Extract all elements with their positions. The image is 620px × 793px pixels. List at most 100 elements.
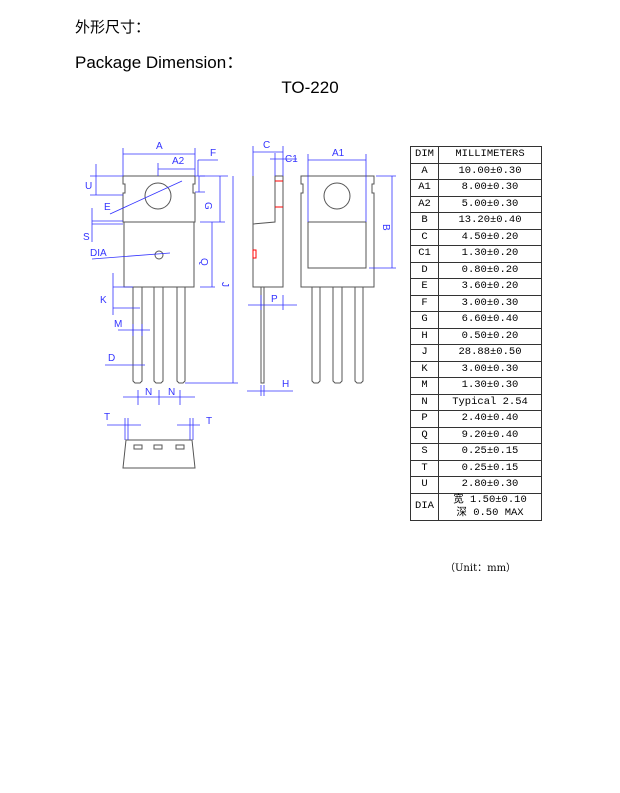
dim-value: 28.88±0.50 <box>438 344 542 362</box>
dim-value: 0.25±0.15 <box>438 443 542 461</box>
dim-code: A <box>410 162 439 180</box>
dia-depth: 深 0.50 MAX <box>438 506 542 521</box>
table-header-row: DIM MILLIMETERS <box>410 146 542 164</box>
dim-code: C1 <box>410 245 439 263</box>
front-view-body <box>123 221 195 288</box>
dim-value: 1.30±0.20 <box>438 245 542 263</box>
dim-value: 0.50±0.20 <box>438 327 542 345</box>
dim-code: P <box>410 410 439 428</box>
dim-value: 4.50±0.20 <box>438 228 542 246</box>
header-dim: DIM <box>410 146 439 164</box>
dimension-label: N <box>145 387 152 398</box>
dim-code: A2 <box>410 195 439 213</box>
dimension-label: D <box>108 353 115 364</box>
dim-code: B <box>410 212 439 230</box>
dim-value: 10.00±0.30 <box>438 162 542 180</box>
dim-value: 13.20±0.40 <box>438 212 542 230</box>
dim-code: A1 <box>410 179 439 197</box>
dim-code: Q <box>410 426 439 444</box>
dim-code: H <box>410 327 439 345</box>
dim-code: D <box>410 261 439 279</box>
package-name: TO-220 <box>281 78 339 97</box>
dimension-label: J <box>219 282 230 287</box>
dim-code: U <box>410 476 439 494</box>
dimension-label: Q <box>198 258 209 266</box>
dim-value: 0.80±0.20 <box>438 261 542 279</box>
dimension-label: C1 <box>285 154 298 165</box>
dim-value: 2.80±0.30 <box>438 476 542 494</box>
dim-value: 2.40±0.40 <box>438 410 542 428</box>
unit-note: （Unit：mm） <box>445 563 517 574</box>
dimension-label: T <box>104 412 110 423</box>
mounting-hole <box>144 182 172 210</box>
dim-code: M <box>410 377 439 395</box>
dim-value: Typical 2.54 <box>438 393 542 411</box>
dim-code: K <box>410 360 439 378</box>
dim-value: 9.20±0.40 <box>438 426 542 444</box>
dimension-label: B <box>380 224 391 231</box>
dim-value: 1.30±0.30 <box>438 377 542 395</box>
dim-code: DIA <box>410 492 439 521</box>
dim-value: 6.60±0.40 <box>438 311 542 329</box>
dimension-label: H <box>282 379 289 390</box>
dim-code: J <box>410 344 439 362</box>
dim-code: G <box>410 311 439 329</box>
dimension-label: K <box>100 295 107 306</box>
dim-value: 3.60±0.20 <box>438 278 542 296</box>
dimension-label: G <box>202 202 213 210</box>
side-view <box>252 175 284 288</box>
table-row-dia-2: 深 0.50 MAX <box>411 506 542 521</box>
heading-en: Package Dimension： <box>75 53 244 72</box>
dimension-label: A2 <box>172 156 185 167</box>
dim-value: 3.00±0.30 <box>438 360 542 378</box>
dim-value: 5.00±0.30 <box>438 195 542 213</box>
dim-value: 0.25±0.15 <box>438 459 542 477</box>
back-view <box>300 175 375 288</box>
dimension-label: S <box>83 232 90 243</box>
dimension-label: A1 <box>332 148 345 159</box>
dia-mark <box>154 250 164 260</box>
header-millimeters: MILLIMETERS <box>438 146 542 164</box>
dimension-label: P <box>271 294 278 305</box>
dimension-label: C <box>263 140 270 151</box>
front-view-tab <box>122 175 196 223</box>
dimension-label: A <box>156 141 163 152</box>
dim-value: 8.00±0.30 <box>438 179 542 197</box>
dim-value: 3.00±0.30 <box>438 294 542 312</box>
dim-code: E <box>410 278 439 296</box>
dia-width: 宽 1.50±0.10 <box>438 492 542 507</box>
heading-cn: 外形尺寸： <box>75 18 151 36</box>
dimension-label: M <box>114 319 122 330</box>
dimension-label: U <box>85 181 92 192</box>
dim-code: N <box>410 393 439 411</box>
dimension-label: E <box>104 202 111 213</box>
bottom-view <box>122 439 196 469</box>
dim-code: S <box>410 443 439 461</box>
dimension-label: F <box>210 148 216 159</box>
dimension-label: T <box>206 416 212 427</box>
dim-code: F <box>410 294 439 312</box>
dim-code: C <box>410 228 439 246</box>
